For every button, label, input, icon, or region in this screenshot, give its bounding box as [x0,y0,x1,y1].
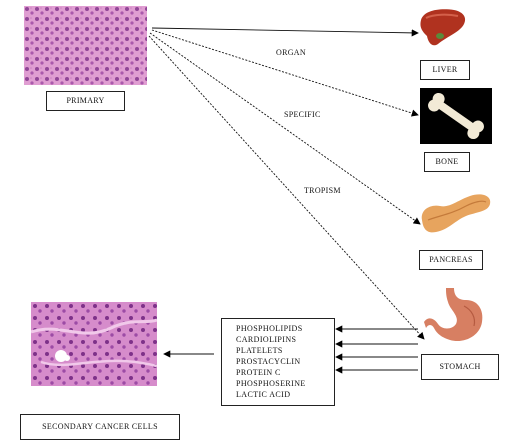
primary-tissue-image [24,6,147,85]
molecule-item: PLATELETS [236,346,283,355]
secondary-label: SECONDARY CANCER CELLS [42,422,158,431]
stomach-label-box: STOMACH [421,354,499,380]
primary-label: PRIMARY [66,96,105,105]
organ-label: ORGAN [276,48,306,57]
arrow-to-stomach [148,35,425,340]
molecule-item: PHOSPHOLIPIDS [236,324,303,333]
stomach-icon [424,286,488,346]
molecule-item: CARDIOLIPINS [236,335,297,344]
pancreas-label: PANCREAS [429,255,473,264]
bone-icon [420,88,492,144]
molecule-item: PROSTACYCLIN [236,357,301,366]
pancreas-label-box: PANCREAS [419,250,483,270]
bone-label-box: BONE [424,152,470,172]
secondary-label-box: SECONDARY CANCER CELLS [20,414,180,440]
molecule-item: LACTIC ACID [236,390,291,399]
arrow-to-liver [151,27,419,37]
stomach-label: STOMACH [439,362,481,371]
primary-label-box: PRIMARY [46,91,125,111]
bone-label: BONE [435,157,459,166]
liver-label-box: LIVER [420,60,470,80]
arrow-to-bone [151,29,419,117]
molecule-item: PROTEIN C [236,368,281,377]
specific-label: SPECIFIC [284,110,321,119]
molecule-list-box: PHOSPHOLIPIDS CARDIOLIPINS PLATELETS PRO… [221,318,335,406]
liver-icon [418,6,468,50]
tropism-label: TROPISM [304,186,341,195]
secondary-tissue-image [31,302,157,386]
arrow-to-pancreas [149,32,421,225]
liver-label: LIVER [432,65,458,74]
pancreas-icon [418,186,494,238]
molecule-item: PHOSPHOSERINE [236,379,306,388]
